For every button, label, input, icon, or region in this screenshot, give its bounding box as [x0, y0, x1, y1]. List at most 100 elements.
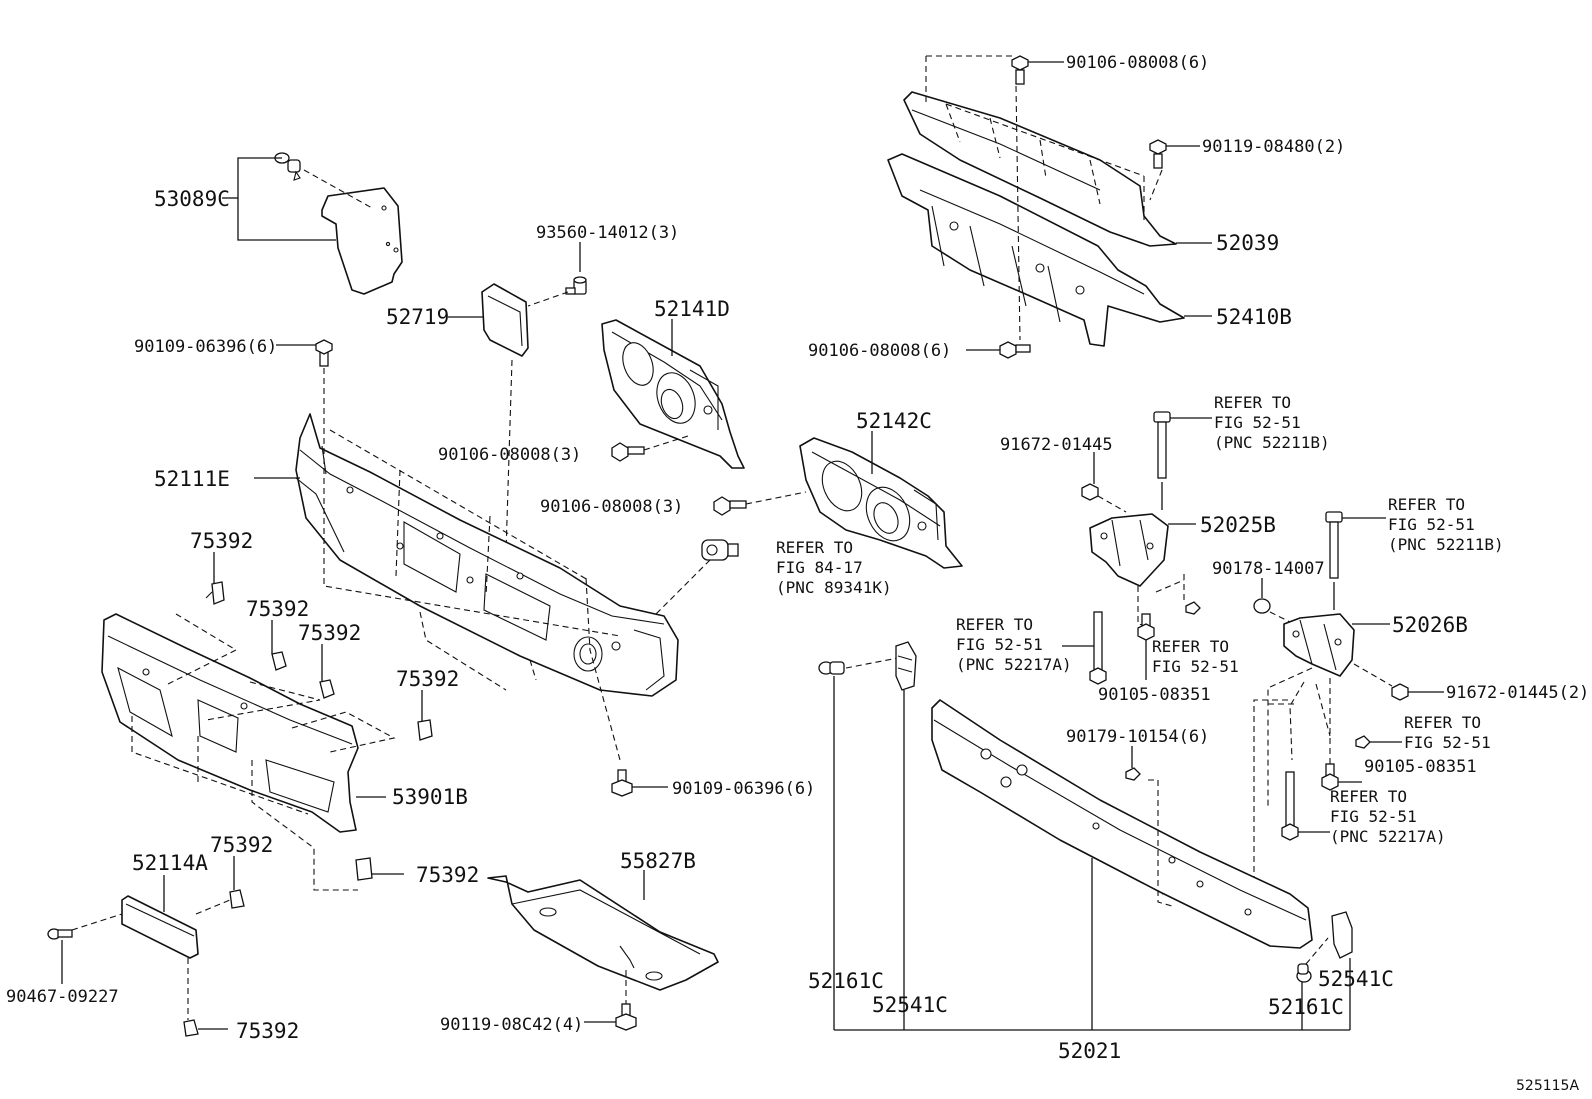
label-52021: 52021	[1058, 1039, 1121, 1063]
reinforcement-52410B	[887, 153, 1185, 347]
reinforcement-52021	[931, 699, 1313, 949]
clip-icon	[229, 856, 245, 909]
reference-line: REFER TO	[956, 615, 1033, 634]
bracket-52141D	[601, 319, 745, 469]
label-52719: 52719	[386, 305, 449, 329]
reference-line: (PNC 52211B)	[1388, 535, 1504, 554]
label-90106-08008-top: 90106-08008(6)	[1066, 53, 1209, 73]
cover-52719	[481, 283, 529, 357]
label-90179-10154: 90179-10154(6)	[1066, 727, 1209, 747]
figure-id: 525115A	[1516, 1078, 1579, 1094]
clip-icon	[355, 857, 373, 881]
clip-icon	[417, 690, 433, 741]
bolt-icon	[1149, 139, 1167, 169]
label-52039: 52039	[1216, 231, 1279, 255]
label-52541C-b: 52541C	[1318, 967, 1394, 991]
sensor-icon	[701, 539, 739, 561]
nut-icon	[1125, 767, 1141, 781]
reference-line: (PNC 52217A)	[956, 655, 1072, 674]
bolt-icon	[615, 1003, 637, 1031]
reference-line: FIG 52-51	[1404, 733, 1491, 752]
label-52026B: 52026B	[1392, 613, 1468, 637]
bolt-icon	[1321, 763, 1339, 791]
label-91672-01445-a: 91672-01445	[1000, 435, 1113, 455]
label-90105-08351-b: 90105-08351	[1364, 757, 1477, 777]
screw-grommet-icon	[565, 276, 587, 295]
spacer-icon	[895, 641, 917, 691]
bracket-52025B	[1089, 513, 1169, 587]
reference-fig-52-51-b: REFER TO FIG 52-51 (PNC 52211B)	[1388, 495, 1504, 554]
label-90178-14007: 90178-14007	[1212, 559, 1325, 579]
bracket-52142C	[799, 437, 963, 569]
reference-fig-52-51-f: REFER TO FIG 52-51 (PNC 52217A)	[1330, 787, 1446, 846]
reference-line: FIG 84-17	[776, 558, 863, 577]
screw-icon	[47, 928, 73, 940]
bracket-52026B	[1283, 613, 1355, 677]
label-75392-a: 75392	[190, 529, 253, 553]
clip-icon	[271, 620, 287, 671]
label-90105-08351-a: 90105-08351	[1098, 685, 1211, 705]
nut-icon	[1185, 601, 1201, 615]
bolt-icon	[611, 769, 633, 797]
reference-fig-52-51-e: REFER TO FIG 52-51	[1404, 713, 1491, 752]
bolt-icon	[713, 496, 747, 516]
bolt-icon	[999, 341, 1031, 359]
grille-panel-53901B	[101, 613, 359, 833]
clip-icon	[1296, 963, 1312, 983]
label-52111E: 52111E	[154, 467, 230, 491]
reference-line: (PNC 89341K)	[776, 578, 892, 597]
clip-icon	[274, 152, 301, 181]
bolt-icon	[1281, 771, 1299, 841]
reference-line: FIG 52-51	[956, 635, 1043, 654]
label-75392-c: 75392	[298, 621, 361, 645]
nut-icon	[1355, 735, 1371, 749]
clip-icon	[205, 581, 225, 605]
reference-line: REFER TO	[1214, 393, 1291, 412]
label-75392-e: 75392	[210, 833, 273, 857]
reference-line: REFER TO	[776, 538, 853, 557]
reference-line: REFER TO	[1330, 787, 1407, 806]
label-90119-08480: 90119-08480(2)	[1202, 137, 1345, 157]
spacer-icon	[1331, 911, 1353, 959]
reference-line: FIG 52-51	[1330, 807, 1417, 826]
reference-fig-84-17: REFER TO FIG 84-17 (PNC 89341K)	[776, 538, 892, 597]
label-75392-f: 75392	[416, 863, 479, 887]
label-53089C: 53089C	[154, 187, 230, 211]
label-75392-g: 75392	[236, 1019, 299, 1043]
label-52025B: 52025B	[1200, 513, 1276, 537]
skid-plate-55827B	[487, 875, 719, 991]
reference-fig-52-51-c: REFER TO FIG 52-51 (PNC 52217A)	[956, 615, 1072, 674]
label-52141D: 52141D	[654, 297, 730, 321]
label-52161C-b: 52161C	[1268, 995, 1344, 1019]
label-93560-14012: 93560-14012(3)	[536, 223, 679, 243]
clip-icon	[319, 644, 335, 699]
label-75392-b: 75392	[246, 597, 309, 621]
bolt-icon	[1153, 411, 1171, 479]
label-90106-08008-mid: 90106-08008(6)	[808, 341, 951, 361]
license-bracket-52114A	[121, 895, 199, 959]
reference-fig-52-51-d: REFER TO FIG 52-51	[1152, 637, 1239, 676]
bolt-icon	[611, 442, 645, 462]
bolt-icon	[1391, 683, 1409, 701]
reference-line: (PNC 52217A)	[1330, 827, 1446, 846]
label-52114A: 52114A	[132, 851, 208, 875]
label-90467-09227: 90467-09227	[6, 987, 119, 1007]
reference-line: FIG 52-51	[1152, 657, 1239, 676]
label-91672-01445-b: 91672-01445(2)	[1446, 683, 1589, 703]
bumper-cover-52111E	[295, 413, 679, 697]
reference-line: REFER TO	[1404, 713, 1481, 732]
bolt-icon	[315, 339, 333, 367]
label-52142C: 52142C	[856, 409, 932, 433]
label-90109-06396-bottom: 90109-06396(6)	[672, 779, 815, 799]
label-55827B: 55827B	[620, 849, 696, 873]
reference-line: REFER TO	[1388, 495, 1465, 514]
label-90109-06396-top: 90109-06396(6)	[134, 337, 277, 357]
label-53901B: 53901B	[392, 785, 468, 809]
bolt-icon	[1081, 483, 1099, 501]
label-90119-08C42: 90119-08C42(4)	[440, 1015, 583, 1035]
nut-icon	[1253, 598, 1271, 614]
reference-line: (PNC 52211B)	[1214, 433, 1330, 452]
reinforcement-52039	[903, 91, 1177, 247]
reference-fig-52-51-a: REFER TO FIG 52-51 (PNC 52211B)	[1214, 393, 1330, 452]
